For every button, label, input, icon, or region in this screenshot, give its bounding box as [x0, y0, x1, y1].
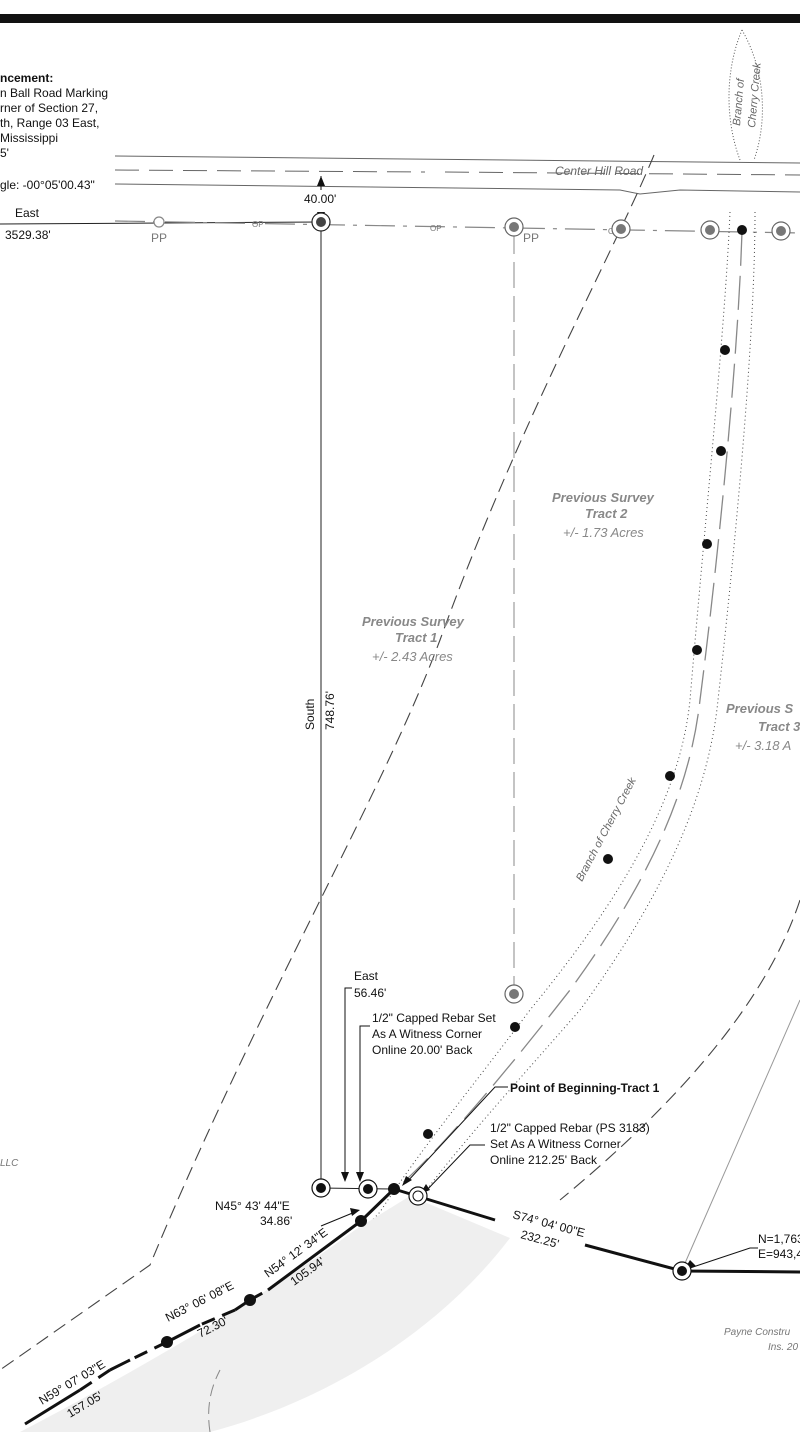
creek-label-top-1: Branch of: [731, 77, 747, 126]
center-hill-road: [114, 155, 800, 195]
pob-label: Point of Beginning-Tract 1: [510, 1081, 660, 1095]
op-label-2: OP: [430, 224, 442, 233]
adjoiner-left-label: LLC: [0, 1158, 19, 1169]
monument-found-icon: [408, 1186, 428, 1206]
monument-found-icon: [311, 1178, 331, 1198]
creek-outline-top: [728, 29, 763, 161]
witness-1-line-3: Online 20.00' Back: [372, 1043, 473, 1057]
monument-found-icon: [700, 220, 720, 240]
tract-1-shaded-area: [20, 1196, 510, 1432]
commencement-angle: gle: -00°05'00.43": [0, 178, 95, 192]
course-1-distance: 34.86': [260, 1214, 292, 1228]
tract-2-title: Previous Survey: [552, 490, 655, 505]
monument-found-icon: [504, 217, 524, 237]
monument-found-icon: [358, 1179, 378, 1199]
creek-centerline: [394, 231, 743, 1191]
commencement-line-1: n Ball Road Marking: [0, 86, 108, 100]
monument-found-icon: [504, 984, 524, 1004]
commencement-line-4: Mississippi: [0, 131, 58, 145]
set-point-icons: [161, 225, 747, 1348]
road-name-label: Center Hill Road: [555, 164, 643, 178]
commencement-line-2: rner of Section 27,: [0, 101, 98, 115]
tract-2-name: Tract 2: [585, 506, 628, 521]
tract-1-title: Previous Survey: [362, 614, 465, 629]
tract-3-area: +/- 3.18 A: [735, 738, 791, 753]
monument-found-icon: [611, 219, 631, 239]
coordinate-easting: E=943,4: [758, 1247, 800, 1261]
east-direction-label: East: [354, 969, 379, 983]
commencement-line-3: th, Range 03 East,: [0, 116, 99, 130]
tie-line-direction: East: [15, 206, 40, 220]
leader-lines: [320, 987, 758, 1269]
east-call-line: [320, 1187, 395, 1190]
tract-1-area: +/- 2.43 Acres: [372, 649, 453, 664]
tract-2-area: +/- 1.73 Acres: [563, 525, 644, 540]
commencement-line-5: 5': [0, 146, 9, 160]
tract-3-name: Tract 3: [758, 719, 800, 734]
tract-3-title: Previous S: [726, 701, 794, 716]
witness-2-line-1: 1/2" Capped Rebar (PS 3183): [490, 1121, 650, 1135]
course-1-bearing: N45° 43' 44"E: [215, 1199, 290, 1213]
sheet-border-top: [0, 14, 800, 23]
tract-1-name: Tract 1: [395, 630, 437, 645]
tract-boundaries: [0, 154, 800, 1371]
power-pole-label: PP: [151, 231, 167, 245]
creek-label-along: Branch of Cherry Creek: [574, 775, 639, 883]
commencement-title: ncement:: [0, 71, 53, 85]
adjoiner-right-line-2: Ins. 20: [768, 1342, 798, 1353]
power-pole-label: PP: [523, 231, 539, 245]
creek-label-top-2: Cherry Creek: [746, 62, 764, 129]
power-pole-icon: [153, 216, 165, 228]
adjoiner-right-line-1: Payne Constru: [724, 1327, 791, 1338]
witness-1-line-1: 1/2" Capped Rebar Set: [372, 1011, 496, 1025]
monument-found-icon: [672, 1261, 692, 1281]
overhead-power-line: [114, 220, 800, 234]
tie-line-distance: 3529.38': [5, 228, 51, 242]
adjoiner-dashed-line: [208, 1369, 221, 1432]
south-direction-label: South: [303, 699, 317, 730]
monument-found-icon: [771, 221, 791, 241]
road-width-label: 40.00': [304, 192, 336, 206]
east-distance-label: 56.46': [354, 986, 386, 1000]
monument-found-icon: [311, 212, 331, 232]
coordinate-northing: N=1,763: [758, 1232, 800, 1246]
tract-3-line: [681, 999, 800, 1271]
op-label-1: OP: [252, 220, 264, 229]
witness-1-line-2: As A Witness Corner: [372, 1027, 482, 1041]
witness-2-line-2: Set As A Witness Corner: [490, 1137, 621, 1151]
south-distance-label: 748.76': [323, 691, 337, 730]
witness-2-line-3: Online 212.25' Back: [490, 1153, 598, 1167]
